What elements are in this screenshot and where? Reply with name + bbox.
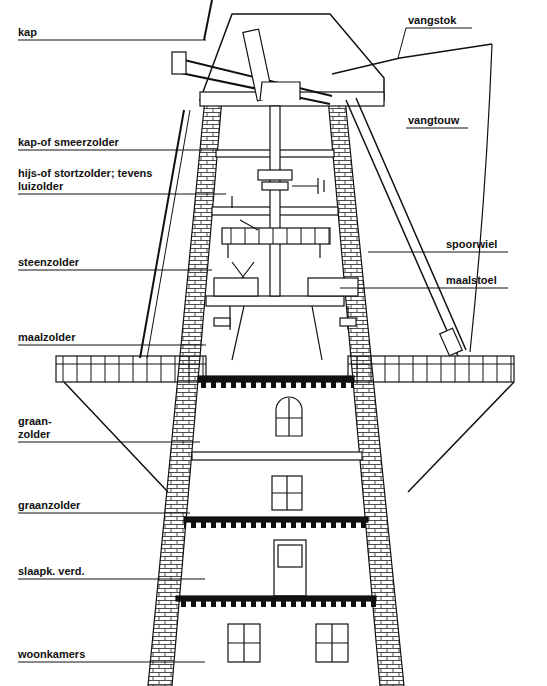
- part-label: slaapk. verd.: [18, 565, 85, 578]
- part-label: maalzolder: [18, 331, 75, 344]
- part-label: kap-of smeerzolder: [18, 136, 119, 149]
- part-label: hijs-of stortzolder; tevens luizolder: [18, 167, 158, 193]
- part-label: steenzolder: [18, 256, 79, 269]
- part-label: graanzolder: [18, 499, 80, 512]
- part-label: spoorwiel: [446, 238, 497, 251]
- part-label: vangstok: [408, 14, 456, 27]
- part-label: maalstoel: [446, 274, 497, 287]
- part-label: kap: [18, 26, 37, 39]
- part-label: vangtouw: [408, 114, 459, 127]
- part-label: woonkamers: [18, 648, 85, 661]
- part-label: graan- zolder: [18, 415, 66, 441]
